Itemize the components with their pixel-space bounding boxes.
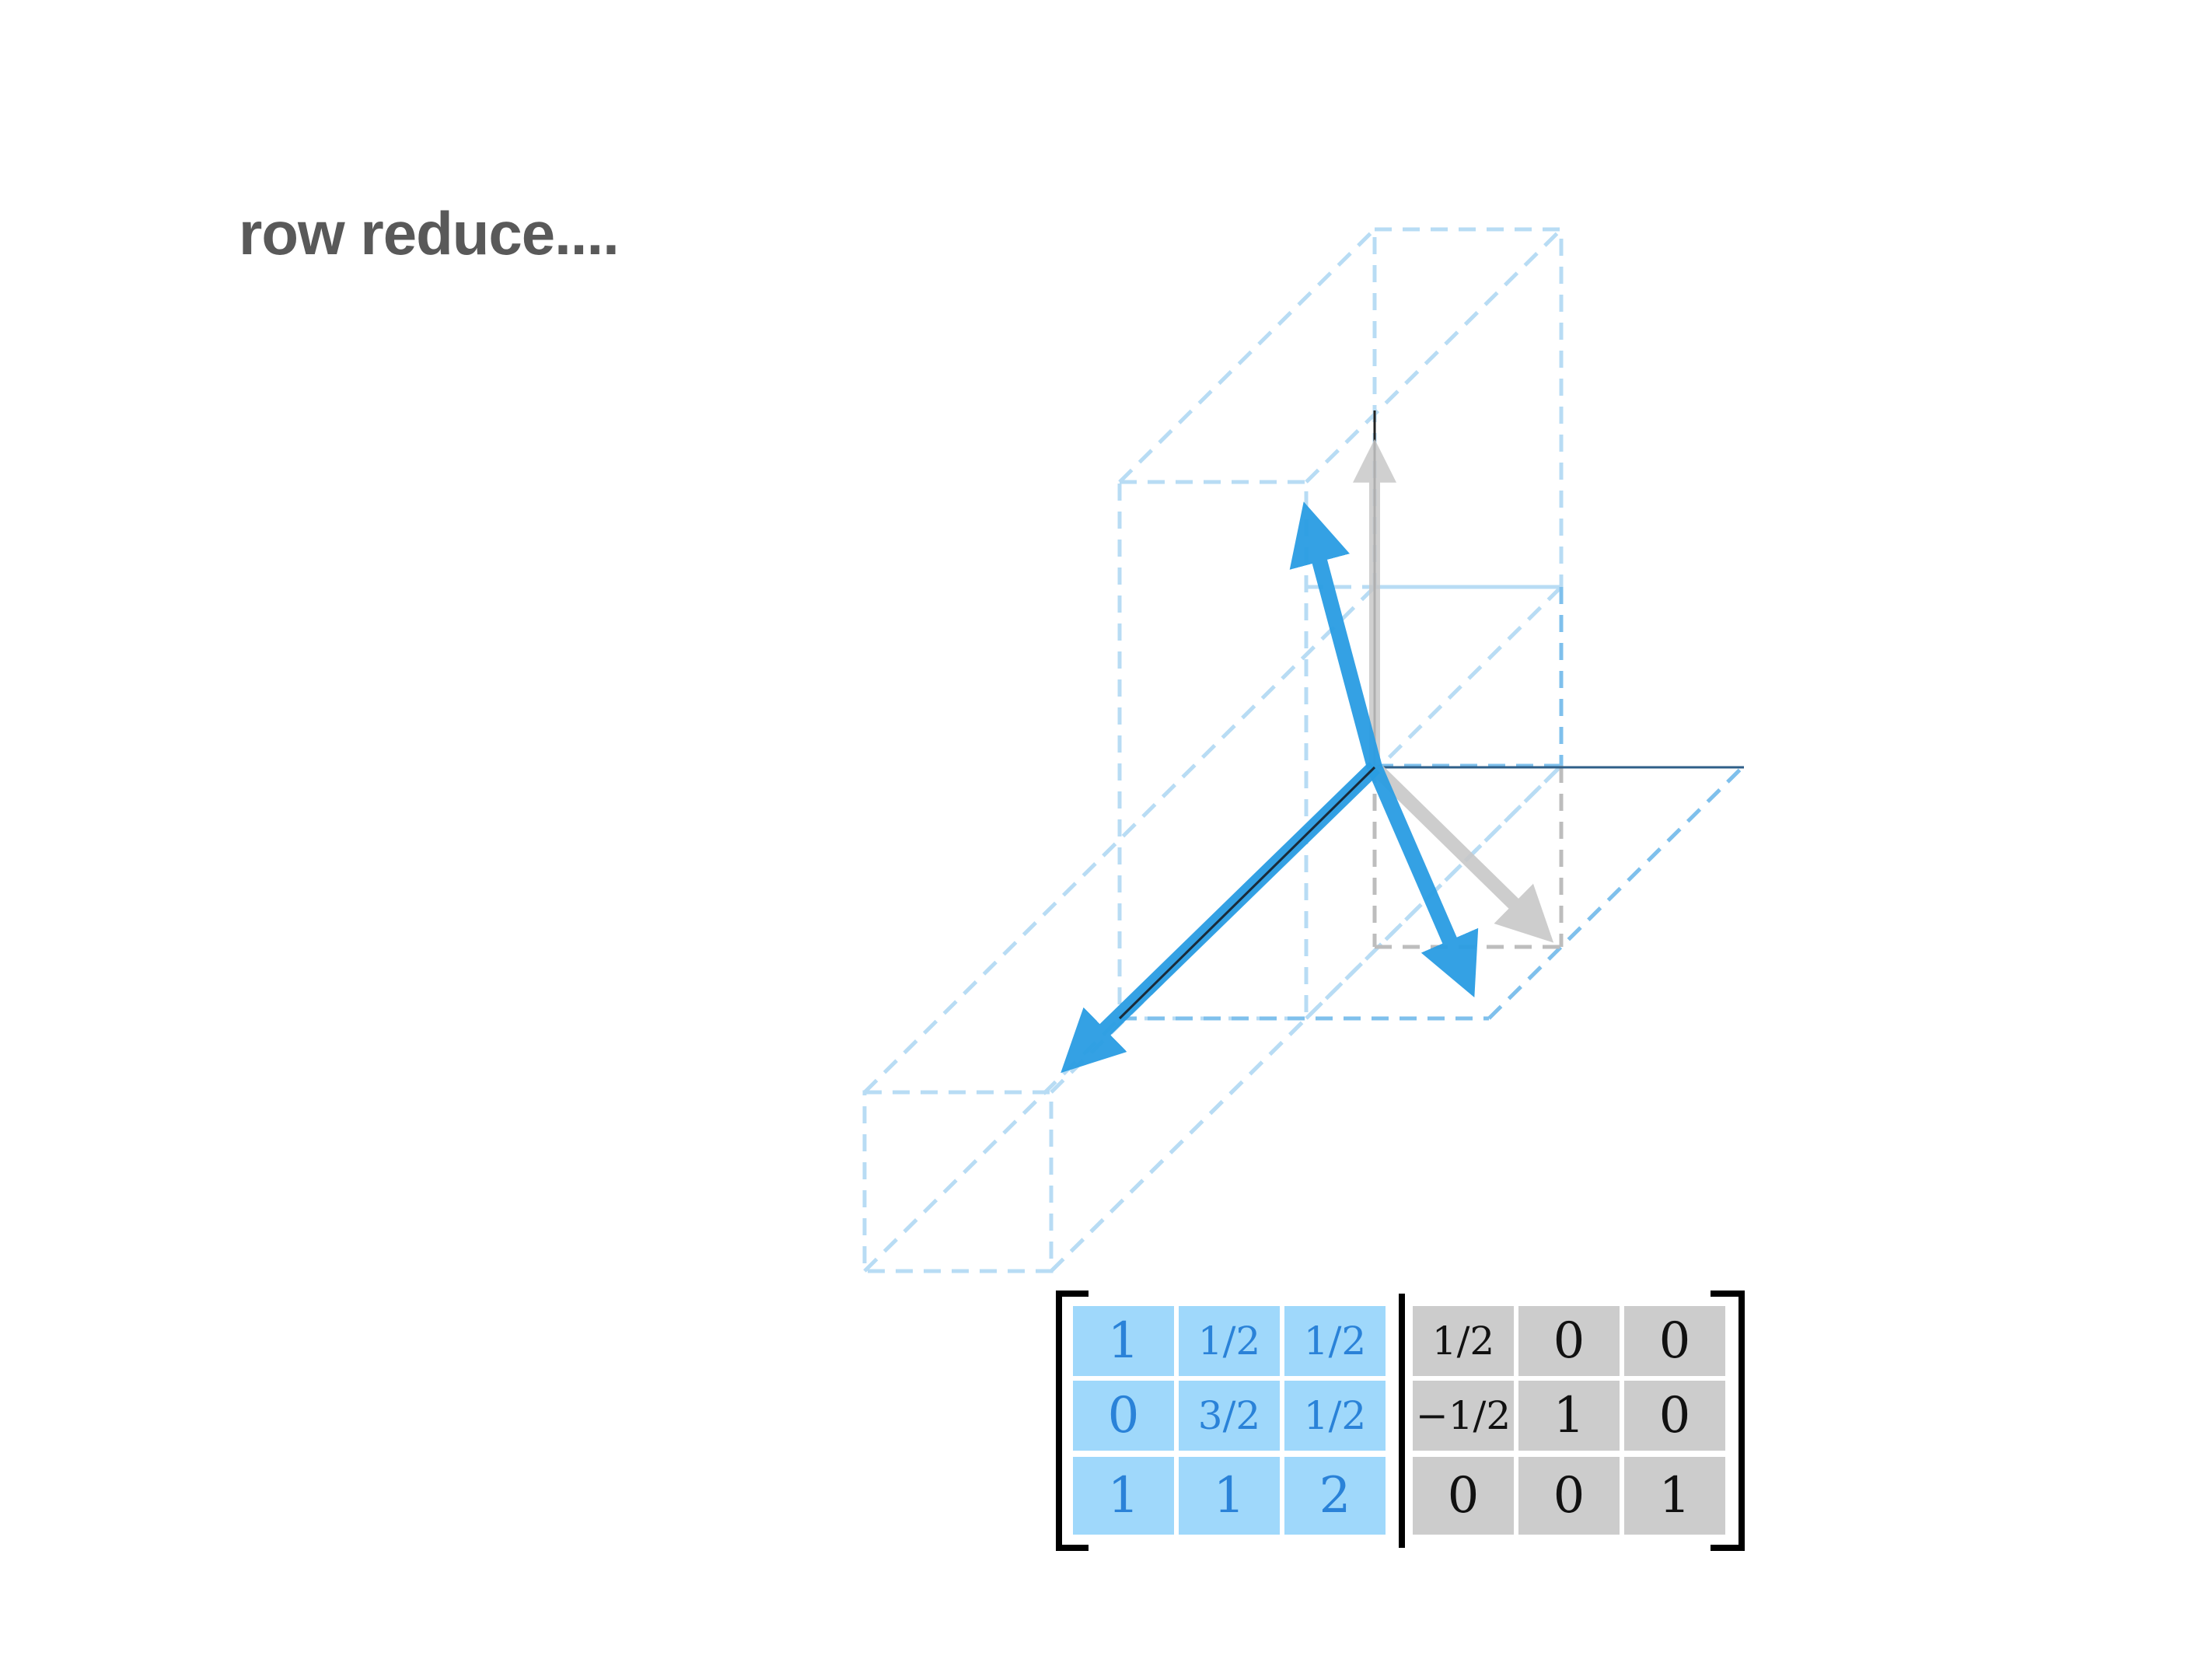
- matrix-right-cell: 0: [1624, 1306, 1725, 1376]
- matrix-left-cell: 2: [1284, 1457, 1386, 1535]
- left-bracket: [1056, 1291, 1089, 1551]
- right-bracket: [1711, 1291, 1745, 1551]
- blue-vector-down: [1367, 764, 1479, 998]
- matrix-brackets: [1056, 1291, 1745, 1551]
- matrix-right-cell: 0: [1413, 1457, 1514, 1535]
- blue-vectors: [1061, 501, 1479, 1074]
- matrix-left-cell: 0: [1073, 1381, 1174, 1451]
- gray-vectors: [1353, 438, 1554, 943]
- matrix-left-cell: 1/2: [1284, 1381, 1386, 1451]
- y-axis-overlay: [1118, 766, 1376, 1020]
- matrix-right-cell: 1/2: [1413, 1306, 1514, 1376]
- matrix-left-cell: 1: [1073, 1306, 1174, 1376]
- matrix-right-cell: 1: [1624, 1457, 1725, 1535]
- matrix-right-cell: 0: [1624, 1381, 1725, 1451]
- matrix-left-cell: 3/2: [1179, 1381, 1280, 1451]
- matrix-right-cell: 0: [1518, 1306, 1620, 1376]
- matrix-left-cell: 1/2: [1179, 1306, 1280, 1376]
- matrix-right-cell: 1: [1518, 1381, 1620, 1451]
- unit-box: [1120, 587, 1745, 1021]
- matrix-left-cell: 1/2: [1284, 1306, 1386, 1376]
- gray-vector-diag: [1369, 762, 1554, 943]
- matrix-right-cell: −1/2: [1413, 1381, 1514, 1451]
- slide-title: row reduce....: [239, 199, 620, 267]
- matrix-left-cell: 1: [1073, 1457, 1174, 1535]
- blue-vector-up: [1289, 501, 1382, 770]
- matrix-right-cell: 0: [1518, 1457, 1620, 1535]
- matrix-left-cell: 1: [1179, 1457, 1280, 1535]
